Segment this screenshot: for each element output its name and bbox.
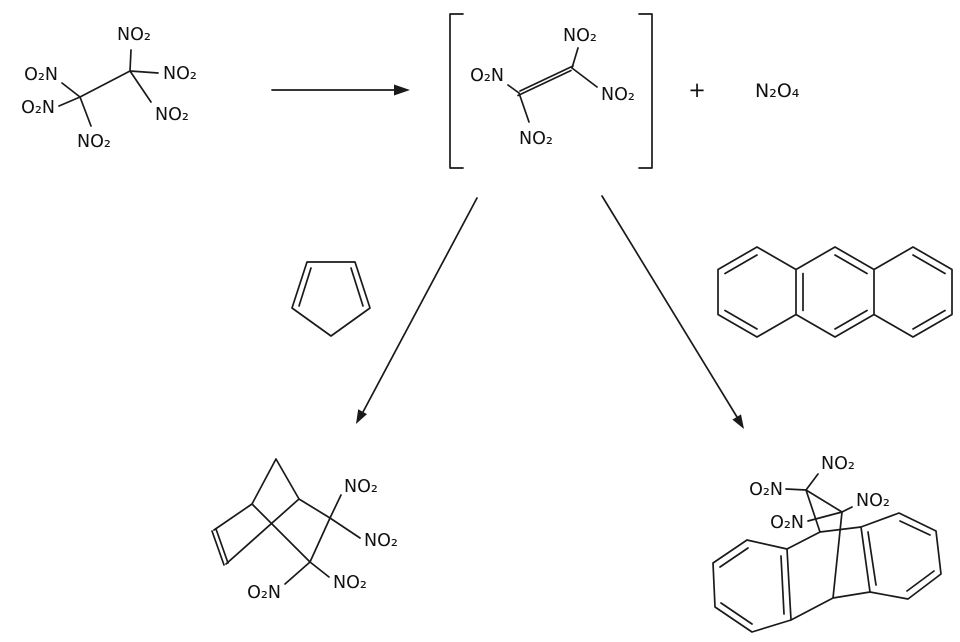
no2-label: NO₂: [155, 105, 189, 125]
bracket-right: [638, 13, 653, 169]
o2n-label: O₂N: [247, 583, 281, 603]
aromatic-double-bonds: [724, 254, 946, 330]
o2n-label: O₂N: [24, 65, 58, 85]
no2-label: NO₂: [117, 25, 151, 45]
reaction-arrow-main: [271, 84, 410, 96]
no2-label: NO₂: [519, 129, 553, 149]
o2n-label: O₂N: [770, 513, 804, 533]
no2-label: NO₂: [601, 85, 635, 105]
no2-label: NO₂: [563, 26, 597, 46]
no2-label: NO₂: [344, 477, 378, 497]
arrow-shaft: [601, 195, 738, 418]
bond-substituents: [507, 47, 598, 123]
ring-double-bonds: [298, 267, 364, 307]
arrow-head-icon: [394, 84, 410, 96]
molecule-anthracene: [717, 246, 953, 338]
ring-skeleton: [291, 261, 371, 337]
double-bond: [211, 528, 229, 566]
no2-label: NO₂: [364, 531, 398, 551]
plus-sign: +: [688, 78, 706, 102]
arrow-to-norbornene-adduct: [356, 197, 478, 424]
aromatic-double-bonds: [719, 520, 935, 625]
o2n-label: O₂N: [470, 66, 504, 86]
arrow-head-icon: [356, 409, 367, 424]
molecule-anthracene-adduct: NO₂ O₂N NO₂ O₂N: [712, 454, 942, 633]
no2-label: NO₂: [821, 454, 855, 474]
no2-label: NO₂: [163, 64, 197, 84]
ring-skeleton: [717, 246, 953, 338]
arrow-head-icon: [732, 414, 744, 429]
double-bond: [517, 65, 574, 97]
bond-skeleton: [58, 49, 159, 127]
molecule-cyclopentadiene: [291, 261, 371, 337]
o2n-label: O₂N: [749, 480, 783, 500]
bond-substituents: [785, 473, 853, 522]
arrow-shaft: [362, 197, 478, 413]
molecule-norbornene-adduct: NO₂ NO₂ NO₂ O₂N: [211, 458, 398, 603]
molecule-tetranitroethylene-intermediate: NO₂ O₂N NO₂ NO₂: [449, 13, 653, 169]
molecule-hexanitroethane: NO₂ O₂N NO₂ O₂N NO₂ NO₂: [21, 25, 197, 152]
no2-label: NO₂: [856, 491, 890, 511]
o2n-label: O₂N: [21, 98, 55, 118]
byproduct-formula: N₂O₄: [755, 80, 800, 102]
no2-label: NO₂: [333, 573, 367, 593]
cage-bonds: [786, 489, 871, 621]
no2-label: NO₂: [77, 132, 111, 152]
bond-skeleton: [213, 458, 361, 585]
bracket-left: [449, 13, 464, 169]
arrow-to-anthracene-adduct: [601, 195, 744, 429]
